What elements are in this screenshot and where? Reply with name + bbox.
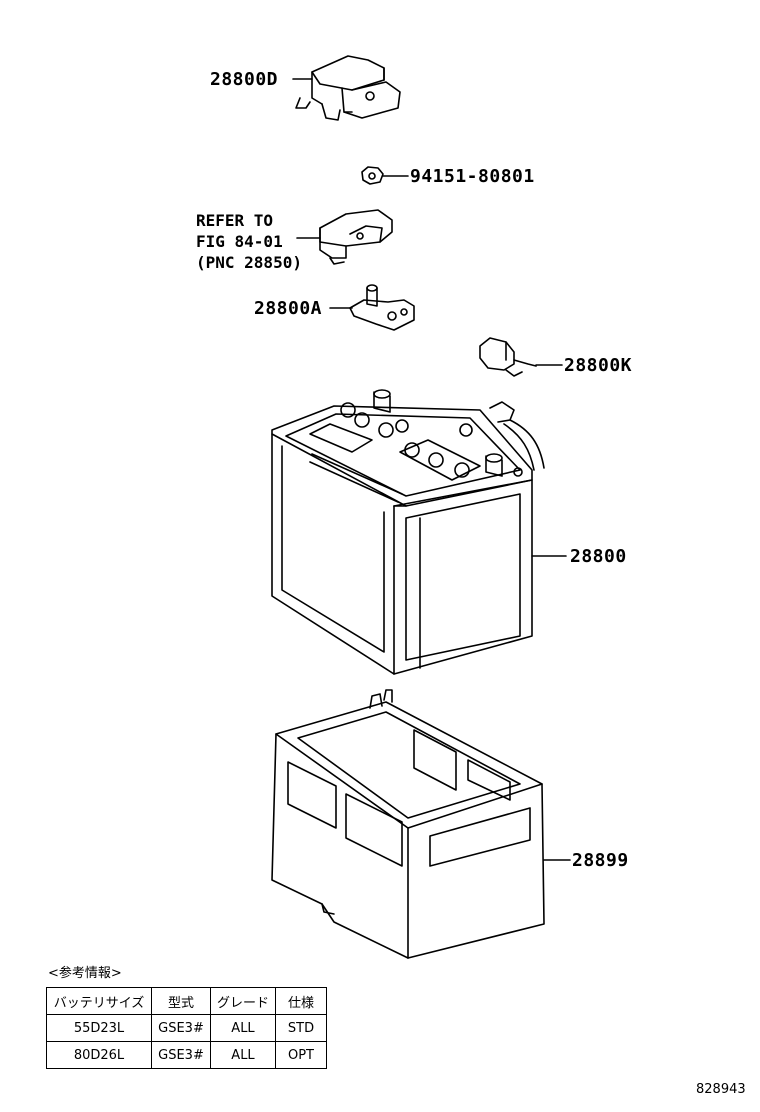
refer-note-line3: (PNC 28850)	[196, 253, 302, 272]
battery-tray-28899	[271, 689, 545, 959]
battery-28800	[271, 389, 545, 675]
label-94151-80801: 94151-80801	[410, 166, 535, 187]
cell-model: GSE3#	[151, 1041, 211, 1069]
reference-caption: <参考情報>	[48, 966, 122, 981]
label-28800D: 28800D	[210, 69, 279, 90]
figure-id: 828943	[696, 1082, 746, 1097]
reference-header-row: バッテリサイズ 型式 グレード 仕様	[46, 987, 327, 1015]
table-row: 55D23L GSE3# ALL STD	[46, 1014, 327, 1042]
cell-spec: STD	[275, 1014, 327, 1042]
label-28800: 28800	[570, 546, 627, 567]
label-28800K: 28800K	[564, 355, 633, 376]
battery-clamp	[319, 209, 393, 265]
header-battery-size: バッテリサイズ	[46, 987, 152, 1015]
terminal-cap-28800K	[479, 337, 537, 377]
terminal-28800A	[349, 284, 415, 331]
label-28899: 28899	[572, 850, 629, 871]
cell-battery-size: 80D26L	[46, 1041, 152, 1069]
cell-spec: OPT	[275, 1041, 327, 1069]
refer-note-line1: REFER TO	[196, 211, 274, 230]
header-model: 型式	[151, 987, 211, 1015]
table-row: 80D26L GSE3# ALL OPT	[46, 1041, 327, 1069]
terminal-cover-28800D	[295, 55, 401, 121]
header-spec: 仕様	[275, 987, 327, 1015]
label-28800A: 28800A	[254, 298, 323, 319]
refer-note-line2: FIG 84-01	[196, 232, 283, 251]
cell-grade: ALL	[210, 1014, 276, 1042]
cell-grade: ALL	[210, 1041, 276, 1069]
cell-battery-size: 55D23L	[46, 1014, 152, 1042]
nut-94151	[361, 166, 384, 185]
header-grade: グレード	[210, 987, 276, 1015]
reference-table: バッテリサイズ 型式 グレード 仕様 55D23L GSE3# ALL STD …	[46, 987, 327, 1069]
cell-model: GSE3#	[151, 1014, 211, 1042]
